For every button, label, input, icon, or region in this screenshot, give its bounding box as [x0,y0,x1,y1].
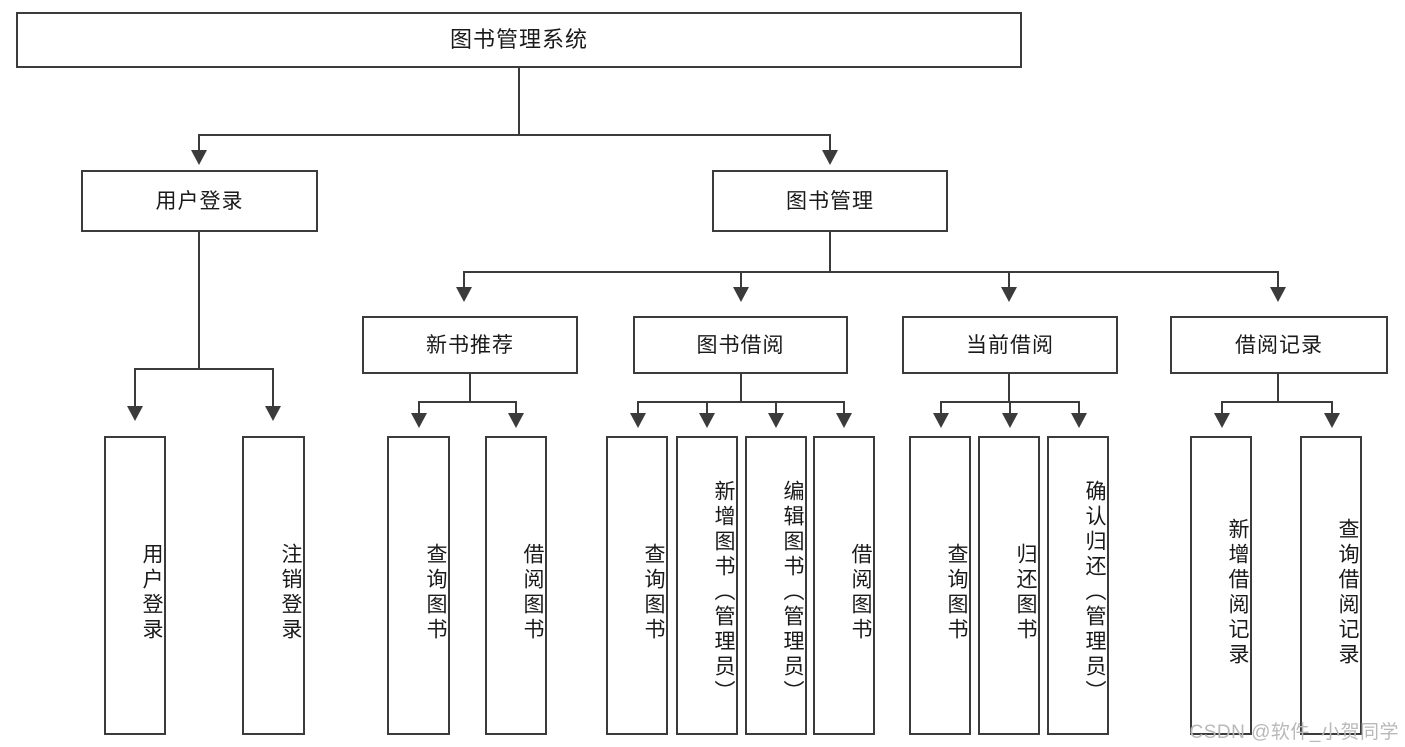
connector-new-book-bus [418,401,516,403]
arrowhead-book-borrow-to-leaf-4 [836,413,852,428]
leaf-query-book-new-rec[interactable]: 查询图书 [387,436,450,735]
connector-new-book-stem [469,374,471,402]
connector-book-borrow-to-leaf-3 [775,401,777,415]
node-borrow-record[interactable]: 借阅记录 [1170,316,1388,374]
arrowhead-borrow-record-to-leaf-1 [1214,413,1230,428]
connector-current-borrow-to-leaf-1 [940,401,942,415]
arrowhead-book-manage-to-current-borrow [1001,287,1017,302]
leaf-user-logout[interactable]: 注销登录 [242,436,305,735]
arrowhead-book-manage-to-borrow-record [1270,287,1286,302]
connector-borrow-record-to-leaf-2 [1331,401,1333,415]
node-label: 新增图书（管理员） [712,480,735,705]
arrowhead-book-borrow-to-leaf-3 [768,413,784,428]
arrowhead-root-to-book-manage [822,150,838,165]
arrowhead-current-borrow-to-leaf-2 [1002,413,1018,428]
node-label: 借阅图书 [521,542,544,643]
arrowhead-user-login-to-leaf-1 [127,406,143,421]
leaf-edit-book-admin[interactable]: 编辑图书（管理员） [745,436,807,735]
node-book-borrow[interactable]: 图书借阅 [633,316,848,374]
leaf-add-borrow-record[interactable]: 新增借阅记录 [1190,436,1252,735]
node-label: 查询图书 [642,542,665,643]
connector-root-bus [198,134,831,136]
connector-current-borrow-to-leaf-3 [1078,401,1080,415]
leaf-user-login[interactable]: 用户登录 [104,436,166,735]
connector-book-borrow-to-leaf-2 [706,401,708,415]
node-label: 当前借阅 [966,333,1054,357]
connector-book-borrow-bus [637,401,845,403]
connector-user-login-stem [198,232,200,369]
arrowhead-root-to-user-login [191,150,207,165]
connector-book-borrow-to-leaf-1 [637,401,639,415]
connector-book-manage-bus [463,271,1279,273]
arrowhead-new-book-to-leaf-1 [411,413,427,428]
leaf-query-book-current[interactable]: 查询图书 [909,436,971,735]
connector-user-login-bus [134,368,274,370]
leaf-query-book-borrow[interactable]: 查询图书 [606,436,668,735]
node-label: 查询图书 [945,542,968,643]
node-label: 图书借阅 [696,333,785,357]
connector-root-stem [518,68,520,135]
arrowhead-borrow-record-to-leaf-2 [1324,413,1340,428]
node-label: 归还图书 [1014,542,1037,643]
node-label: 查询借阅记录 [1336,517,1359,668]
leaf-confirm-return-admin[interactable]: 确认归还（管理员） [1047,436,1109,735]
node-label: 确认归还（管理员） [1083,480,1106,705]
connector-new-book-to-leaf-2 [515,401,517,415]
node-label: 编辑图书（管理员） [781,480,804,705]
connector-book-manage-to-book-borrow [740,271,742,289]
node-label: 图书管理系统 [449,27,588,52]
arrowhead-book-borrow-to-leaf-1 [630,413,646,428]
arrowhead-new-book-to-leaf-2 [508,413,524,428]
arrowhead-current-borrow-to-leaf-3 [1071,413,1087,428]
node-label: 借阅记录 [1235,333,1323,357]
leaf-borrow-book[interactable]: 借阅图书 [813,436,875,735]
connector-book-manage-to-new-book [463,271,465,289]
arrowhead-book-manage-to-book-borrow [733,287,749,302]
connector-user-login-to-leaf-1 [134,368,136,408]
arrowhead-book-manage-to-new-book [456,287,472,302]
node-label: 用户登录 [155,189,244,213]
node-label: 借阅图书 [849,542,872,643]
connector-borrow-record-to-leaf-1 [1221,401,1223,415]
arrowhead-current-borrow-to-leaf-1 [933,413,949,428]
node-label: 图书管理 [786,189,874,213]
arrowhead-user-login-to-leaf-2 [265,406,281,421]
connector-book-manage-to-current-borrow [1008,271,1010,289]
node-label: 用户登录 [140,542,163,643]
connector-current-borrow-stem [1008,374,1010,402]
watermark-text: CSDN @软件_小贺同学 [1189,722,1399,743]
node-user-login[interactable]: 用户登录 [81,170,318,232]
node-book-management[interactable]: 图书管理 [712,170,948,232]
node-root-book-management-system[interactable]: 图书管理系统 [16,12,1022,68]
connector-new-book-to-leaf-1 [418,401,420,415]
leaf-return-book[interactable]: 归还图书 [978,436,1040,735]
connector-book-borrow-to-leaf-4 [843,401,845,415]
connector-user-login-to-leaf-2 [272,368,274,408]
connector-root-to-user-login [198,134,200,152]
leaf-add-book-admin[interactable]: 新增图书（管理员） [676,436,738,735]
leaf-borrow-book-new-rec[interactable]: 借阅图书 [485,436,547,735]
node-new-book-recommend[interactable]: 新书推荐 [362,316,578,374]
node-label: 注销登录 [279,542,302,643]
connector-borrow-record-stem [1277,374,1279,402]
connector-book-manage-stem [829,232,831,272]
node-label: 新增借阅记录 [1226,517,1249,668]
leaf-query-borrow-record[interactable]: 查询借阅记录 [1300,436,1362,735]
node-label: 查询图书 [424,542,447,643]
arrowhead-book-borrow-to-leaf-2 [699,413,715,428]
node-label: 新书推荐 [426,333,514,357]
node-current-borrow[interactable]: 当前借阅 [902,316,1118,374]
connector-book-borrow-stem [740,374,742,402]
connector-root-to-book-manage [829,134,831,152]
connector-borrow-record-bus [1221,401,1333,403]
connector-current-borrow-to-leaf-2 [1009,401,1011,415]
connector-book-manage-to-borrow-record [1277,271,1279,289]
